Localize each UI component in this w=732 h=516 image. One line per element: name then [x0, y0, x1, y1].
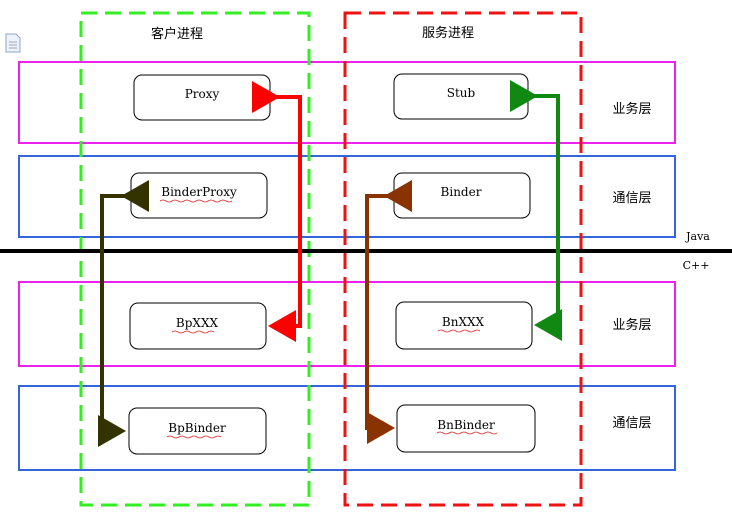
arrow-binderproxy-bpbinder	[98, 180, 149, 447]
node-bp-binder: BpBinder	[128, 407, 267, 455]
server-process-boundary	[343, 11, 583, 507]
arrow-proxy-bpxxx	[252, 81, 302, 342]
node-binder-proxy-label: BinderProxy	[161, 185, 237, 199]
client-process-title: 客户进程	[151, 26, 203, 42]
node-bp-xxx: BpXXX	[129, 302, 267, 350]
layer-label-business-bottom: 业务层	[612, 317, 651, 333]
node-bn-binder: BnBinder	[396, 404, 536, 453]
arrow-binder-bnbinder	[365, 180, 412, 444]
layer-label-comm-bottom: 通信层	[612, 416, 651, 431]
arrow-stub-bnxxx	[510, 80, 562, 341]
layer-label-comm-top: 通信层	[612, 191, 651, 206]
node-proxy-label: Proxy	[185, 87, 220, 101]
business-layer-bottom	[18, 281, 676, 367]
layer-label-business-top: 业务层	[612, 101, 651, 117]
server-process-title: 服务进程	[422, 25, 474, 41]
node-binder-proxy: BinderProxy	[130, 172, 268, 219]
node-stub-label: Stub	[447, 86, 476, 100]
node-proxy: Proxy	[133, 74, 271, 121]
node-bn-binder-label: BnBinder	[437, 418, 495, 432]
cpp-label: C++	[683, 259, 710, 272]
java-label: Java	[685, 230, 710, 243]
business-layer-top	[18, 61, 676, 144]
comm-layer-bottom	[18, 385, 676, 471]
node-bn-xxx-label: BnXXX	[442, 315, 485, 329]
node-stub: Stub	[393, 73, 529, 120]
document-icon	[5, 33, 21, 53]
node-bn-xxx: BnXXX	[395, 301, 533, 350]
node-binder: Binder	[393, 172, 531, 219]
comm-layer-top	[18, 155, 676, 238]
node-binder-label: Binder	[441, 185, 482, 199]
node-bp-xxx-label: BpXXX	[176, 316, 219, 330]
node-bp-binder-label: BpBinder	[168, 421, 226, 435]
